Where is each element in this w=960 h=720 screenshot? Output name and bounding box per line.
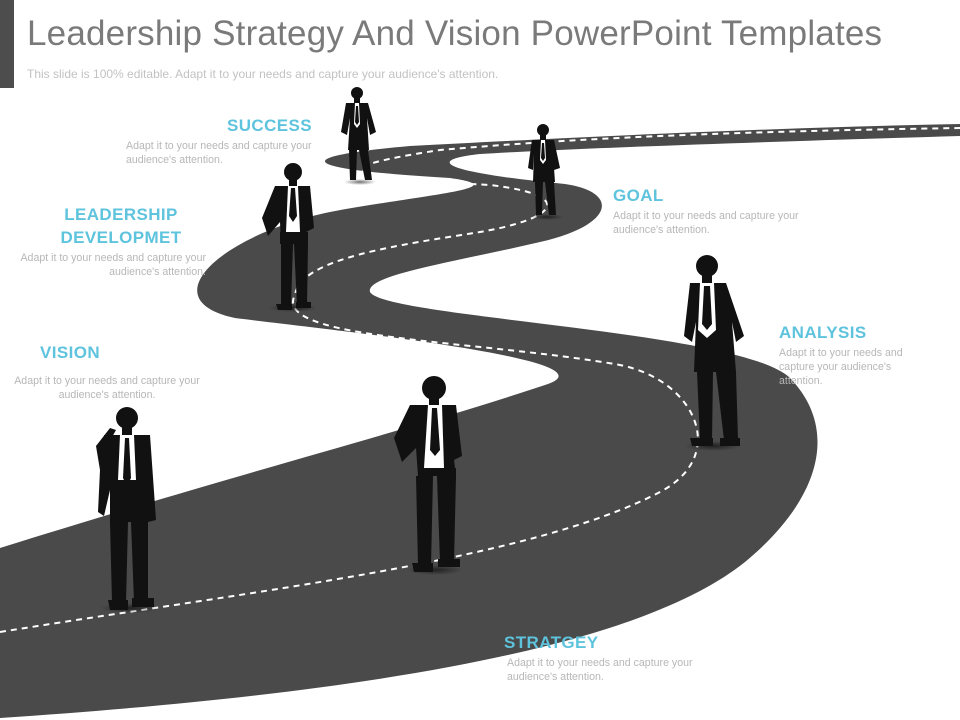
businessman-strategy xyxy=(394,376,463,575)
stage-analysis-description: Adapt it to your needs and capture your … xyxy=(779,347,903,387)
businessman-vision xyxy=(96,407,160,613)
stage-success-title: SUCCESS xyxy=(227,116,312,135)
slide-title[interactable]: Leadership Strategy And Vision PowerPoin… xyxy=(27,14,883,53)
stage-leadership-description: Adapt it to your needs and capture your … xyxy=(20,252,206,278)
stage-vision[interactable]: VISION Adapt it to your needs and captur… xyxy=(10,341,204,402)
stage-goal[interactable]: GOAL Adapt it to your needs and capture … xyxy=(613,184,803,237)
stage-leadership-title: LEADERSHIP DEVELOPMET xyxy=(60,205,182,247)
stage-analysis[interactable]: ANALYSIS Adapt it to your needs and capt… xyxy=(779,321,929,388)
stage-success-description: Adapt it to your needs and capture your … xyxy=(126,140,312,166)
stage-strategy-title: STRATGEY xyxy=(504,633,599,652)
businessman-analysis xyxy=(684,255,744,451)
stage-strategy-description: Adapt it to your needs and capture your … xyxy=(507,657,693,683)
stage-vision-title: VISION xyxy=(39,343,101,362)
businessman-success xyxy=(341,87,376,185)
accent-bar xyxy=(0,0,14,88)
businessman-leadership xyxy=(262,163,317,312)
stage-vision-description: Adapt it to your needs and capture your … xyxy=(14,375,200,401)
stage-goal-title: GOAL xyxy=(613,186,664,205)
businessman-goal xyxy=(528,124,563,220)
road-center-line xyxy=(0,127,960,633)
stage-goal-description: Adapt it to your needs and capture your … xyxy=(613,210,799,236)
stage-success[interactable]: SUCCESS Adapt it to your needs and captu… xyxy=(118,114,312,167)
stage-leadership[interactable]: LEADERSHIP DEVELOPMET Adapt it to your n… xyxy=(14,203,206,279)
stage-analysis-title: ANALYSIS xyxy=(779,323,867,342)
stage-strategy[interactable]: STRATGEY Adapt it to your needs and capt… xyxy=(504,631,704,684)
road xyxy=(0,124,960,718)
slide-subtitle[interactable]: This slide is 100% editable. Adapt it to… xyxy=(27,67,499,81)
